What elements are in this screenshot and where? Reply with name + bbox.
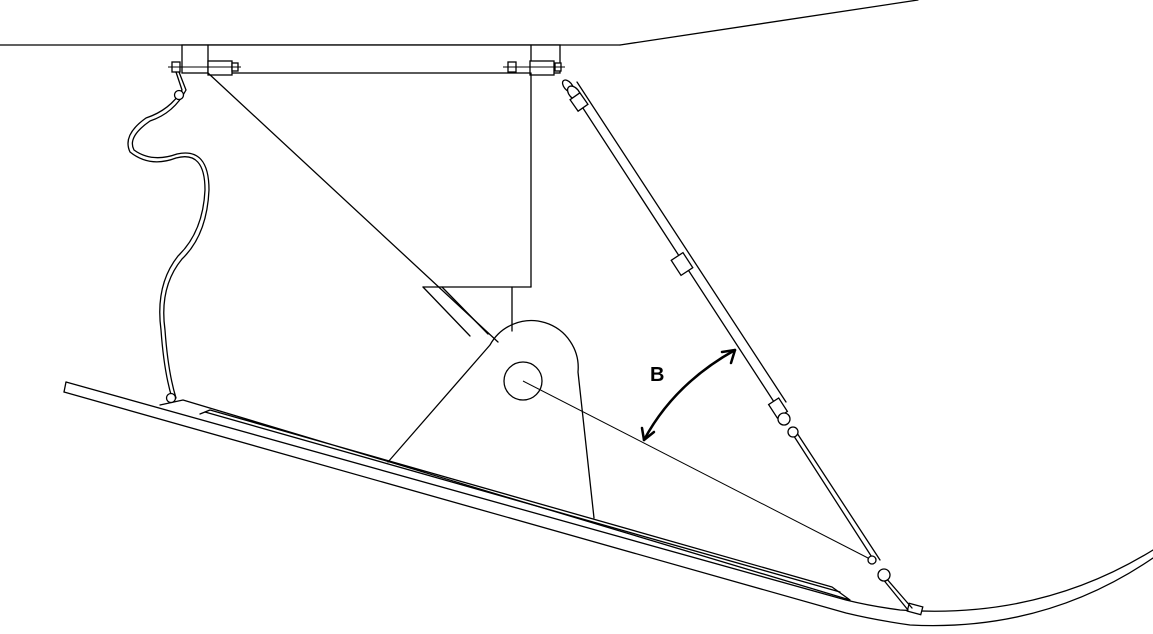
angle-arrowhead-upper <box>720 348 737 365</box>
fuselage-outline <box>0 0 919 46</box>
angle-arrowhead-lower <box>640 426 656 442</box>
ski-pedestal <box>207 72 595 519</box>
angle-label: B <box>650 364 664 386</box>
angle-b-indicator: B <box>522 348 869 559</box>
check-cable <box>561 79 913 611</box>
angle-arc <box>642 348 737 442</box>
angle-reference-line <box>522 380 869 559</box>
mounting-plate <box>168 44 565 76</box>
ski-runner <box>63 381 1153 627</box>
safety-cable <box>127 71 210 404</box>
